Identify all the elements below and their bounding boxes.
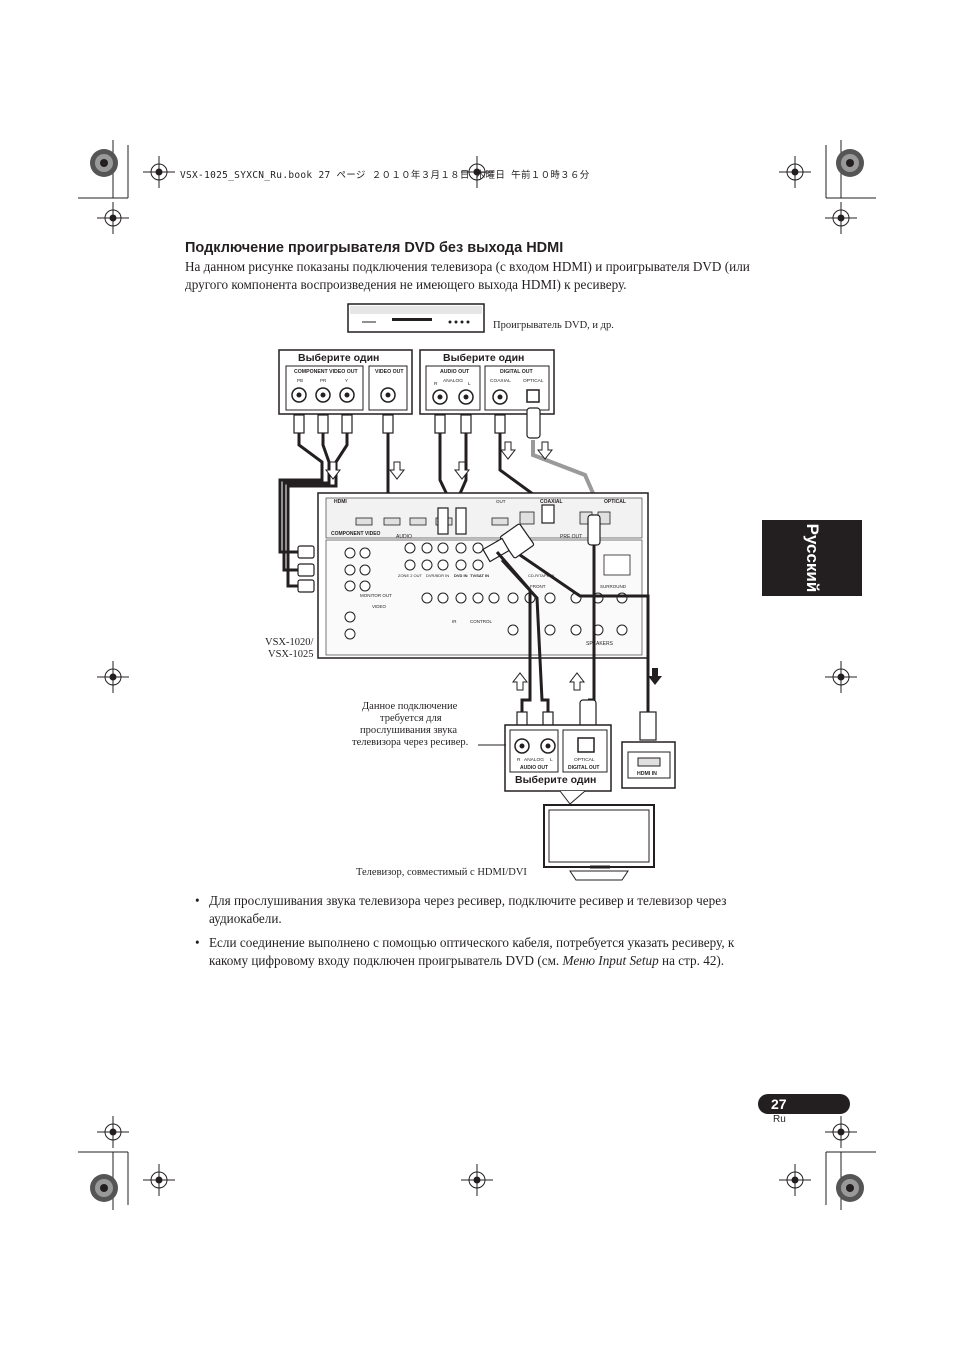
tv-digital-out-label: DIGITAL OUT	[568, 765, 599, 771]
y-label: Y	[345, 378, 348, 383]
dvd-player-icon	[347, 303, 485, 333]
l-label: L	[468, 381, 471, 387]
receiver-optical-label: OPTICAL	[604, 499, 626, 505]
print-header-line: VSX-1025_SYXCN_Ru.book 27 ページ ２０１０年３月１８日…	[180, 170, 590, 181]
receiver-speakers-label: SPEAKERS	[586, 641, 614, 647]
page-number-pill	[758, 1094, 850, 1114]
receiver-monitor-out-label: MONITOR OUT	[360, 593, 392, 598]
tv-optical-label: OPTICAL	[574, 757, 595, 763]
receiver-dvd-in-label: DVD IN	[454, 573, 468, 578]
r-label: R	[434, 381, 438, 387]
tv-r-label: R	[517, 757, 521, 763]
note-tail: на стр. 42).	[658, 952, 725, 968]
hdmi-in-label: HDMI IN	[637, 771, 657, 777]
receiver-ir-label: IR	[452, 619, 457, 624]
tv-l-label: L	[550, 757, 553, 763]
receiver-hdmi-label: HDMI	[334, 499, 347, 505]
choose-one-label-tv: Выберите один	[515, 774, 596, 786]
tv-audio-out-label: AUDIO OUT	[520, 765, 548, 771]
tv-note: Данное подключение требуется для прослуш…	[352, 701, 468, 748]
note-ref: Меню Input Setup	[562, 952, 659, 968]
choose-one-label-video: Выберите один	[298, 352, 379, 364]
audio-out-label: AUDIO OUT	[440, 369, 470, 375]
pr-label: PR	[320, 378, 327, 383]
digital-out-label: DIGITAL OUT	[500, 369, 533, 375]
note-text: Если соединение выполнено с помощью опти…	[209, 935, 735, 968]
optical-label: OPTICAL	[523, 378, 544, 384]
notes-list: •Для прослушивания звука телевизора чере…	[195, 892, 765, 976]
tv-label: Телевизор, совместимый с HDMI/DVI	[356, 867, 527, 878]
receiver-out-label: OUT	[496, 499, 506, 504]
receiver-audio-label: AUDIO	[396, 534, 412, 540]
receiver-cdr-in-label: CD-R/TAPE IN	[528, 573, 554, 578]
receiver-model-line1: VSX-1020/	[265, 637, 314, 648]
page-language-code: Ru	[773, 1114, 786, 1125]
receiver-component-video-label: COMPONENT VIDEO	[331, 531, 381, 537]
pb-label: PB	[297, 378, 303, 383]
receiver-control-label: CONTROL	[470, 619, 492, 624]
dvd-player-label: Проигрыватель DVD, и др.	[493, 320, 614, 331]
component-video-out-label: COMPONENT VIDEO OUT	[294, 369, 359, 375]
choose-one-label-audio: Выберите один	[443, 352, 524, 364]
receiver-tvsat-in-label: TV/SAT IN	[470, 573, 489, 578]
receiver-model-line2: VSX-1025	[268, 649, 314, 660]
note-item: •Для прослушивания звука телевизора чере…	[195, 893, 727, 926]
note-text: Для прослушивания звука телевизора через…	[209, 893, 727, 926]
coaxial-label: COAXIAL	[490, 378, 511, 384]
receiver-video-label: VIDEO	[372, 604, 387, 609]
analog-label: ANALOG	[443, 378, 463, 384]
receiver-coaxial-label: COAXIAL	[540, 499, 563, 505]
connection-diagram: Проигрыватель DVD, и др. Выберите один C…	[265, 303, 676, 881]
receiver-dvr-in-label: DVR/BDR IN	[426, 573, 449, 578]
section-title: Подключение проигрывателя DVD без выхода…	[185, 240, 564, 256]
language-tab: Русский	[762, 520, 862, 596]
receiver-back-panel: HDMI OUT COAXIAL OPTICAL COMPONENT VIDEO…	[317, 492, 649, 659]
receiver-surround-label: SURROUND	[600, 584, 627, 589]
tv-analog-label: ANALOG	[524, 757, 544, 763]
video-out-label: VIDEO OUT	[375, 369, 404, 375]
receiver-front-label: FRONT	[530, 584, 546, 589]
note-item: •Если соединение выполнено с помощью опт…	[195, 935, 735, 968]
intro-paragraph: На данном рисунке показаны подключения т…	[185, 259, 750, 292]
page-number: 27	[771, 1096, 787, 1112]
receiver-zone2-label: ZONE 2 OUT	[398, 573, 423, 578]
receiver-pre-out-label: PRE OUT	[560, 534, 582, 540]
